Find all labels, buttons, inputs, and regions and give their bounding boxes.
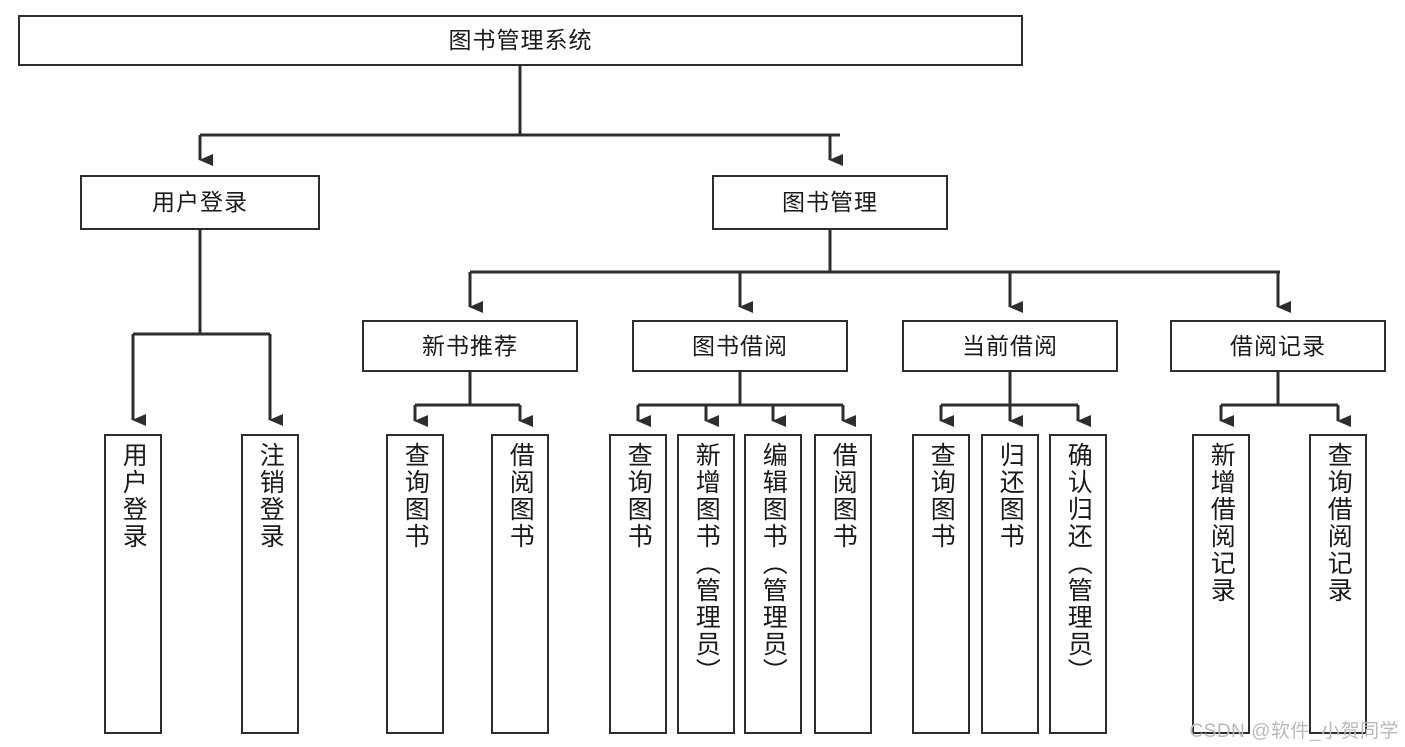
- node-borrow-record-label: 借阅记录: [1230, 332, 1326, 359]
- node-leaf-borrow-book-1-label: 借阅图书: [506, 442, 535, 550]
- node-user-login-label: 用户登录: [152, 189, 248, 215]
- watermark: CSDN @软件_小贺同学: [1189, 721, 1399, 742]
- node-leaf-add-record[interactable]: 新增借阅记录: [1192, 434, 1250, 734]
- node-leaf-edit-book[interactable]: 编辑图书（管理员）: [744, 434, 802, 734]
- node-leaf-return-book[interactable]: 归还图书: [981, 434, 1039, 734]
- node-user-login[interactable]: 用户登录: [80, 175, 320, 230]
- node-leaf-user-login[interactable]: 用户登录: [104, 434, 162, 734]
- node-book-borrow-label: 图书借阅: [692, 332, 788, 359]
- node-leaf-add-book-label: 新增图书（管理员）: [692, 442, 721, 685]
- node-leaf-query-book-3[interactable]: 查询图书: [912, 434, 970, 734]
- node-leaf-query-book-1-label: 查询图书: [401, 442, 430, 550]
- node-new-book-rec-label: 新书推荐: [422, 332, 518, 359]
- node-leaf-user-login-label: 用户登录: [119, 442, 148, 550]
- node-leaf-query-book-2-label: 查询图书: [624, 442, 653, 550]
- node-root-label: 图书管理系统: [448, 27, 593, 53]
- node-leaf-user-logout[interactable]: 注销登录: [241, 434, 299, 734]
- node-leaf-add-book[interactable]: 新增图书（管理员）: [677, 434, 735, 734]
- node-book-manage[interactable]: 图书管理: [712, 175, 948, 230]
- node-leaf-borrow-book-1[interactable]: 借阅图书: [491, 434, 549, 734]
- node-leaf-borrow-book-2-label: 借阅图书: [829, 442, 858, 550]
- node-book-borrow[interactable]: 图书借阅: [632, 320, 848, 372]
- node-leaf-borrow-book-2[interactable]: 借阅图书: [814, 434, 872, 734]
- node-leaf-return-book-label: 归还图书: [996, 442, 1025, 550]
- node-leaf-edit-book-label: 编辑图书（管理员）: [759, 442, 788, 685]
- node-leaf-confirm-return-label: 确认归还（管理员）: [1064, 442, 1093, 685]
- node-borrow-record[interactable]: 借阅记录: [1170, 320, 1386, 372]
- node-new-book-rec[interactable]: 新书推荐: [362, 320, 578, 372]
- node-leaf-confirm-return[interactable]: 确认归还（管理员）: [1049, 434, 1107, 734]
- node-leaf-query-record[interactable]: 查询借阅记录: [1309, 434, 1367, 734]
- node-current-borrow[interactable]: 当前借阅: [902, 320, 1118, 372]
- node-leaf-query-record-label: 查询借阅记录: [1324, 442, 1353, 604]
- node-root[interactable]: 图书管理系统: [18, 15, 1023, 66]
- node-leaf-query-book-1[interactable]: 查询图书: [386, 434, 444, 734]
- node-leaf-user-logout-label: 注销登录: [256, 442, 285, 550]
- node-leaf-add-record-label: 新增借阅记录: [1207, 442, 1236, 604]
- node-leaf-query-book-2[interactable]: 查询图书: [609, 434, 667, 734]
- node-book-manage-label: 图书管理: [782, 189, 878, 215]
- node-current-borrow-label: 当前借阅: [962, 332, 1058, 359]
- node-leaf-query-book-3-label: 查询图书: [927, 442, 956, 550]
